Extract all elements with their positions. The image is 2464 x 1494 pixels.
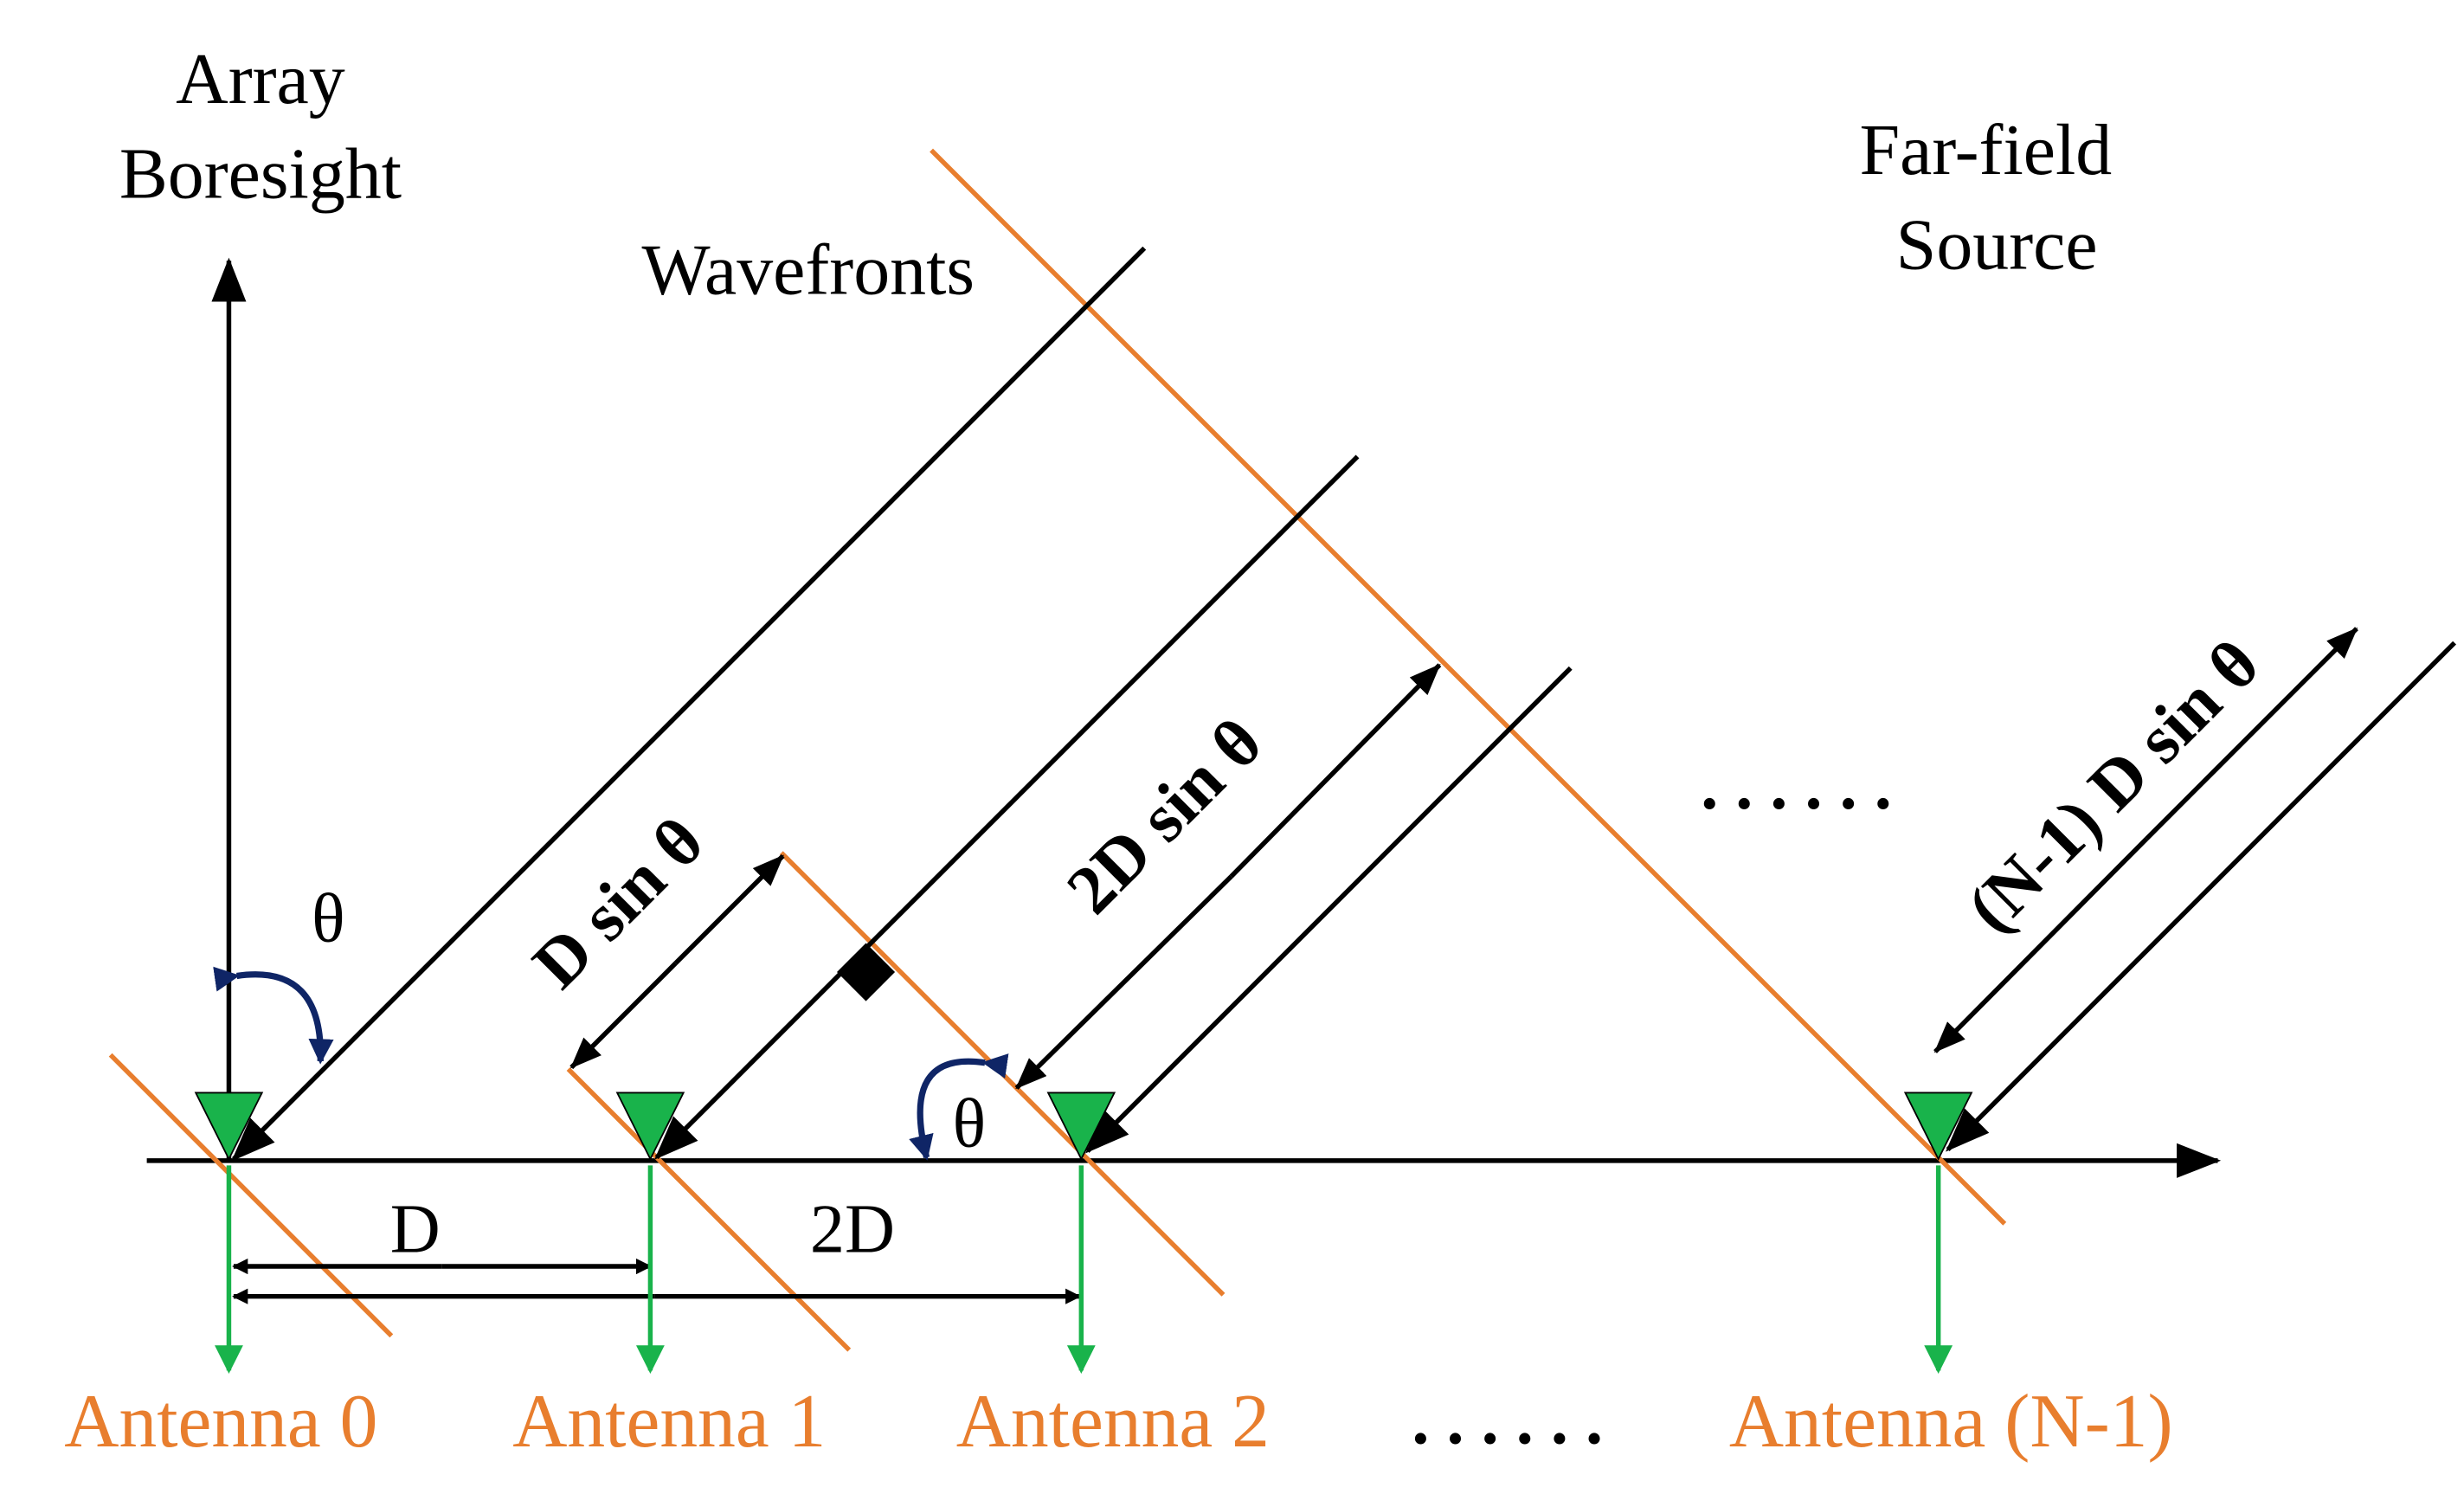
boresight-label-line2: Boresight — [119, 133, 402, 214]
ray-antenna-n1 — [1946, 641, 2456, 1152]
2dsin-arrow-a — [1229, 663, 1442, 879]
incoming-rays — [231, 246, 2456, 1162]
2dsin-arrow-b — [1014, 874, 1233, 1090]
theta-label-boresight: θ — [312, 879, 344, 956]
ellipsis-wavefront: . . . . . . — [1701, 747, 1892, 824]
antenna-1 — [615, 1092, 685, 1375]
antenna-2-triangle — [1046, 1092, 1116, 1162]
path-difference-arrows — [569, 627, 2358, 1090]
antenna-2-label: Antenna 2 — [956, 1379, 1270, 1463]
theta-arc-wavefront — [909, 1053, 1009, 1161]
antenna-2 — [1046, 1092, 1116, 1375]
antennas — [194, 1092, 1973, 1375]
wavefronts-label: Wavefronts — [642, 230, 975, 311]
antenna-0 — [194, 1092, 264, 1375]
theta-label-wavefront: θ — [953, 1085, 986, 1162]
ray-antenna-1 — [654, 454, 1360, 1160]
ray-antenna-2 — [1085, 666, 1573, 1154]
wavefront-antenna-1 — [566, 1067, 852, 1352]
wavefront-antenna-0 — [108, 1053, 394, 1338]
antenna-n1-triangle — [1903, 1092, 1973, 1162]
source-label-line1: Far-field — [1859, 110, 2112, 190]
theta-arc-boresight — [213, 966, 334, 1065]
antenna-n1 — [1903, 1092, 1973, 1375]
antenna-1-label: Antenna 1 — [512, 1379, 826, 1463]
boresight-label-line1: Array — [176, 39, 345, 119]
n1dsin-arrow-b — [1933, 836, 2149, 1053]
spacing-arrows — [232, 1258, 1082, 1304]
ellipsis-antennas: . . . . . . — [1412, 1381, 1603, 1459]
dsin-arrow-b — [569, 961, 678, 1070]
n1dsin-label: (N-1) D sin θ — [1953, 625, 2274, 946]
2dsin-label: 2D sin θ — [1052, 704, 1277, 929]
right-angle-marker — [836, 943, 896, 1001]
antenna-1-triangle — [615, 1092, 685, 1162]
antenna-n1-label: Antenna (N-1) — [1729, 1379, 2173, 1463]
antenna-0-triangle — [194, 1092, 264, 1162]
dsin-arrow-a — [673, 853, 785, 965]
wavefront-antenna-n1 — [930, 148, 2007, 1226]
ray-antenna-0 — [231, 246, 1147, 1162]
antenna-0-label: Antenna 0 — [64, 1379, 377, 1463]
n1dsin-arrow-a — [2145, 627, 2358, 840]
spacing-2d-label: 2D — [810, 1191, 895, 1268]
dsin-label: D sin θ — [518, 802, 718, 1002]
source-label-line2: Source — [1896, 204, 2098, 285]
spacing-d-label: D — [390, 1191, 441, 1268]
